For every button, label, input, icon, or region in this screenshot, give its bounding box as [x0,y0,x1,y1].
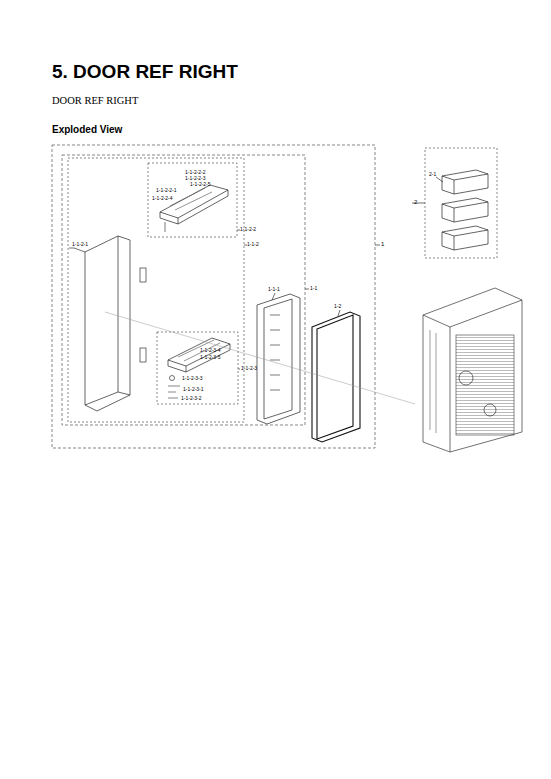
callout-number: 1-1-2-2-2 [185,170,206,175]
callout-number: 1-1-2-3-1 [183,387,204,392]
callout-number: 1-1-2-2-4 [152,196,173,201]
callout-number: 1-1-2-3-5 [200,355,221,360]
callout-number: 1-1-2-2-3 [185,176,206,181]
callout-number: 1-1-1 [268,287,280,292]
callout-number: 1-1-2-3 [241,366,257,371]
callout-number: 1-1-2 [247,242,259,247]
callout-number: 1-1-2-3-2 [181,396,202,401]
subtitle: DOOR REF RIGHT [52,96,138,107]
callout-number: 1-1-2-3-4 [200,348,221,353]
callout-number: 1 [381,241,384,247]
callout-number: 1-1-2-2-1 [156,188,177,193]
callout-number: 1-1-2-2 [240,227,256,232]
page-title: 5. DOOR REF RIGHT [52,62,238,81]
callout-number: 2 [414,199,417,205]
callout-number: 1-1-2-3-3 [182,376,203,381]
callout-number: 1-1-2-2-5 [190,182,211,187]
callout-number: 1-1-2-1 [72,242,88,247]
callout-number: 1-1 [310,286,317,291]
callout-number: 1-2 [334,304,341,309]
section-heading: Exploded View [52,125,122,135]
callout-number: 2-1 [429,172,436,177]
